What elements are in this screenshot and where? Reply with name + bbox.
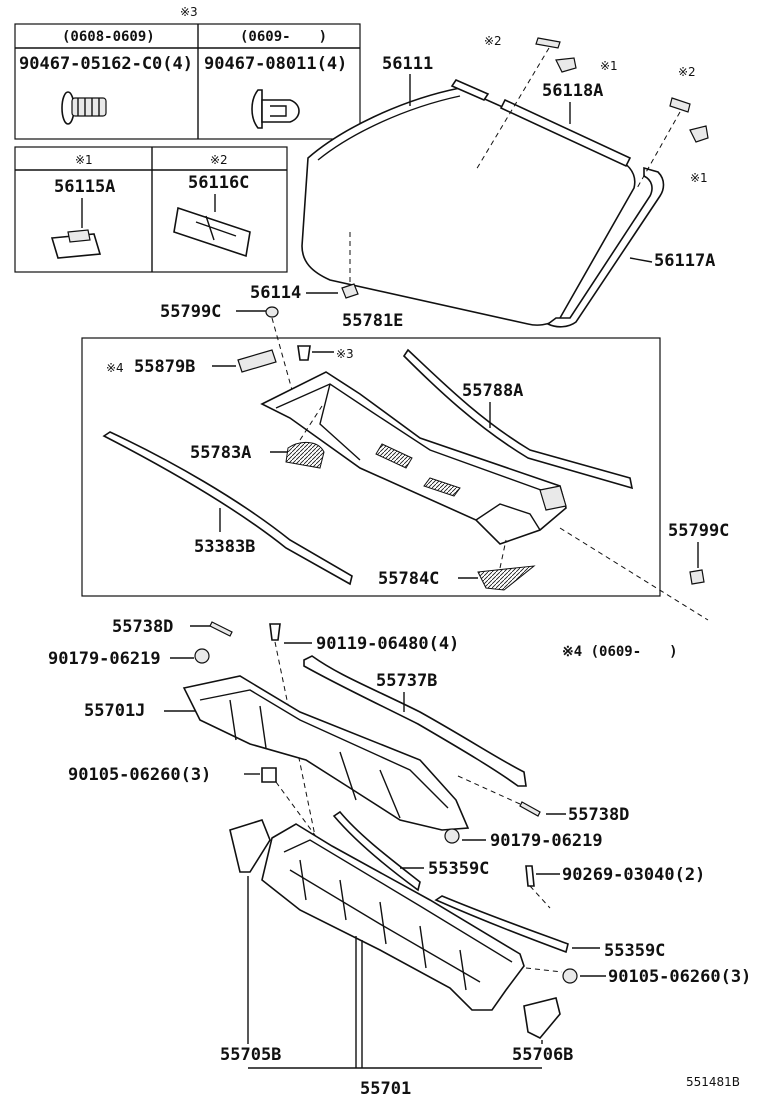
upper-molding [450,78,632,168]
screen-icon-a [285,442,325,469]
mark-2b: ※2 [678,65,696,79]
label-strip-c2: 55359C [604,941,665,961]
clip-table-small: ※1 ※2 56115A 56116C [14,146,288,273]
label-seal-b: 55737B [376,671,437,691]
label-bolt-1: 90119-06480(4) [316,634,459,654]
clip-icon-right [689,569,705,585]
stopper-pad-icon [173,206,251,258]
label-clip-mark3: ※3 [336,347,354,361]
label-clip-d1: 55738D [112,617,173,637]
mark-2a: ※2 [484,34,502,48]
label-weatherstrip: 53383B [194,537,255,557]
label-bolt-2: 90105-06260(3) [68,765,211,785]
clip-table-top: ※3 (0608-0609) (0609- ) 90467-05162-C0(4… [14,5,361,140]
table-small-mark-2: ※2 [210,153,228,167]
retainer-icon-a [555,57,577,73]
label-nut-1: 90179-06219 [48,649,161,669]
nut-1-icon [194,648,210,664]
stopper-icon-b [669,97,691,113]
table-top-part-2: 90467-08011(4) [204,54,347,74]
footer-code: 551481B [686,1075,740,1089]
cowl-strip [402,348,634,490]
label-bracket-b2: 55706B [512,1045,573,1065]
strip-c2 [434,895,569,954]
label-cowl-seal-mark: ※4 [106,361,124,375]
label-nut-2: 90179-06219 [490,831,603,851]
clip-icon-mark3 [297,345,311,361]
push-clip-icon [61,91,107,125]
table-small-part-1: 56115A [54,177,115,197]
bracket-b2-icon [523,997,561,1039]
label-cowl-panel: 55701 [360,1079,411,1099]
windshield-glass [301,87,636,326]
clip-d1-icon [209,621,233,637]
label-cowl-seal: 55879B [134,357,195,377]
table-small-mark-1: ※1 [75,153,93,167]
table-top-period-1: (0608-0609) [62,29,155,45]
label-cowl-screen-a: 55783A [190,443,251,463]
pin-icon [525,865,535,887]
label-cowl-group: 55781E [342,311,403,331]
side-molding [546,166,665,328]
label-windshield: 56111 [382,54,433,74]
screen-icon-b [477,565,536,591]
table-small-part-2: 56116C [188,173,249,193]
label-upper-molding: 56118A [542,81,603,101]
retainer-icon-b [689,125,709,143]
strip-c1 [332,810,421,892]
cowl-group-box [81,337,661,597]
bolt-2-icon [261,767,277,783]
table-top-part-1: 90467-05162-C0(4) [19,54,193,74]
label-cowl-screen-b: 55784C [378,569,439,589]
seal-b [303,655,527,787]
label-bracket-b: 55705B [220,1045,281,1065]
table-top-period-2: (0609- ) [240,29,327,45]
retainer-clip-icon [50,229,102,259]
label-bolt-3: 90105-06260(3) [608,967,751,987]
cowl-panel-main [261,823,525,1011]
clip-icon-upper [265,306,279,318]
cowl-seal-icon [237,349,277,373]
label-clip-right: 55799C [668,521,729,541]
bolt-1-icon [269,623,281,641]
bracket-b-icon [229,819,271,873]
mark-1b: ※1 [690,171,708,185]
spacer-icon [341,283,359,299]
bolt-clip-icon [251,89,300,129]
label-cowl-strip: 55788A [462,381,523,401]
label-side-molding: 56117A [654,251,715,271]
clip-d2-icon [519,801,541,817]
table-top-mark: ※3 [180,5,198,19]
cowl-panel-j [182,675,470,831]
nut-2-icon [444,828,460,844]
stopper-icon-a [535,37,561,49]
note-mark4: ※4 (0609- ) [562,644,678,660]
label-clip-d2: 55738D [568,805,629,825]
label-strip-c1: 55359C [428,859,489,879]
label-panel-j: 55701J [84,701,145,721]
weatherstrip [102,431,353,586]
label-pin: 90269-03040(2) [562,865,705,885]
mark-1a: ※1 [600,59,618,73]
label-clip-upper: 55799C [160,302,221,322]
bolt-3-icon [562,968,578,984]
label-spacer: 56114 [250,283,301,303]
cowl-top-panel [260,371,567,545]
